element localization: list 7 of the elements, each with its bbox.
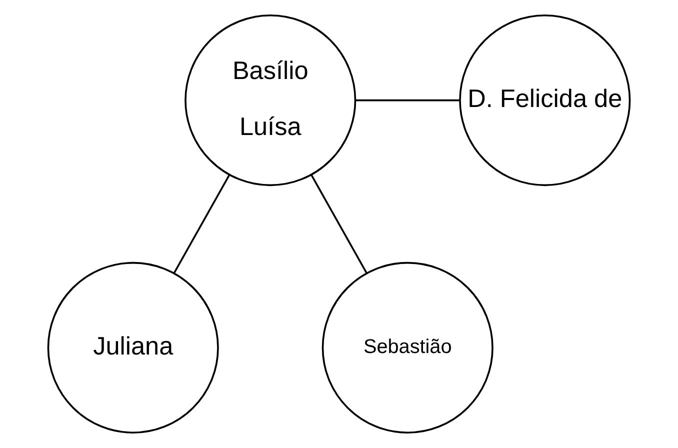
node-circle: Basílio Luísa bbox=[184, 14, 356, 186]
node-circle: Sebastião bbox=[322, 262, 494, 434]
connector bbox=[356, 99, 460, 102]
node-circle: D. Felicida de bbox=[459, 14, 631, 186]
node-circle: Juliana bbox=[47, 262, 219, 434]
connector bbox=[173, 174, 230, 274]
connector bbox=[310, 174, 368, 274]
